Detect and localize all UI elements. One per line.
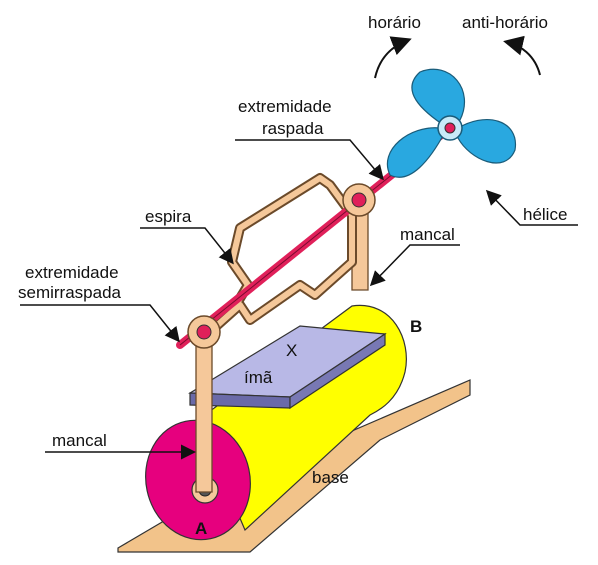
label-scraped-end-2: raspada bbox=[262, 119, 324, 138]
propeller-blade-top bbox=[411, 68, 466, 129]
label-propeller: hélice bbox=[523, 205, 567, 224]
label-semi-scraped-1: extremidade bbox=[25, 263, 119, 282]
leader-bearing-right bbox=[369, 244, 460, 287]
clockwise-arrow bbox=[374, 36, 412, 79]
label-clockwise: horário bbox=[368, 13, 421, 32]
counterclockwise-arrow bbox=[503, 35, 541, 76]
left-bearing-post bbox=[195, 339, 213, 493]
label-bearing-right: mancal bbox=[400, 225, 455, 244]
leader-coil bbox=[140, 227, 234, 265]
left-bearing-axle bbox=[196, 324, 212, 340]
propeller bbox=[387, 68, 517, 178]
label-scraped-end-1: extremidade bbox=[238, 97, 332, 116]
propeller-blade-right bbox=[454, 119, 517, 164]
leader-scraped-end bbox=[235, 139, 384, 181]
right-bearing-axle bbox=[351, 192, 367, 208]
label-coil: espira bbox=[145, 207, 192, 226]
propeller-axle bbox=[444, 122, 456, 134]
label-counterclockwise: anti-horário bbox=[462, 13, 548, 32]
label-semi-scraped-2: semirraspada bbox=[18, 283, 122, 302]
label-bearing-left: mancal bbox=[52, 431, 107, 450]
propeller-blade-left bbox=[387, 127, 446, 178]
label-pole-a: A bbox=[195, 519, 207, 538]
label-base: base bbox=[312, 468, 349, 487]
leader-propeller bbox=[485, 189, 578, 226]
label-pole-b: B bbox=[410, 317, 422, 336]
label-magnet-pole: X bbox=[286, 341, 297, 360]
magnet-end bbox=[289, 332, 386, 410]
label-magnet: ímã bbox=[244, 368, 273, 387]
leader-semi-scraped bbox=[20, 304, 180, 343]
